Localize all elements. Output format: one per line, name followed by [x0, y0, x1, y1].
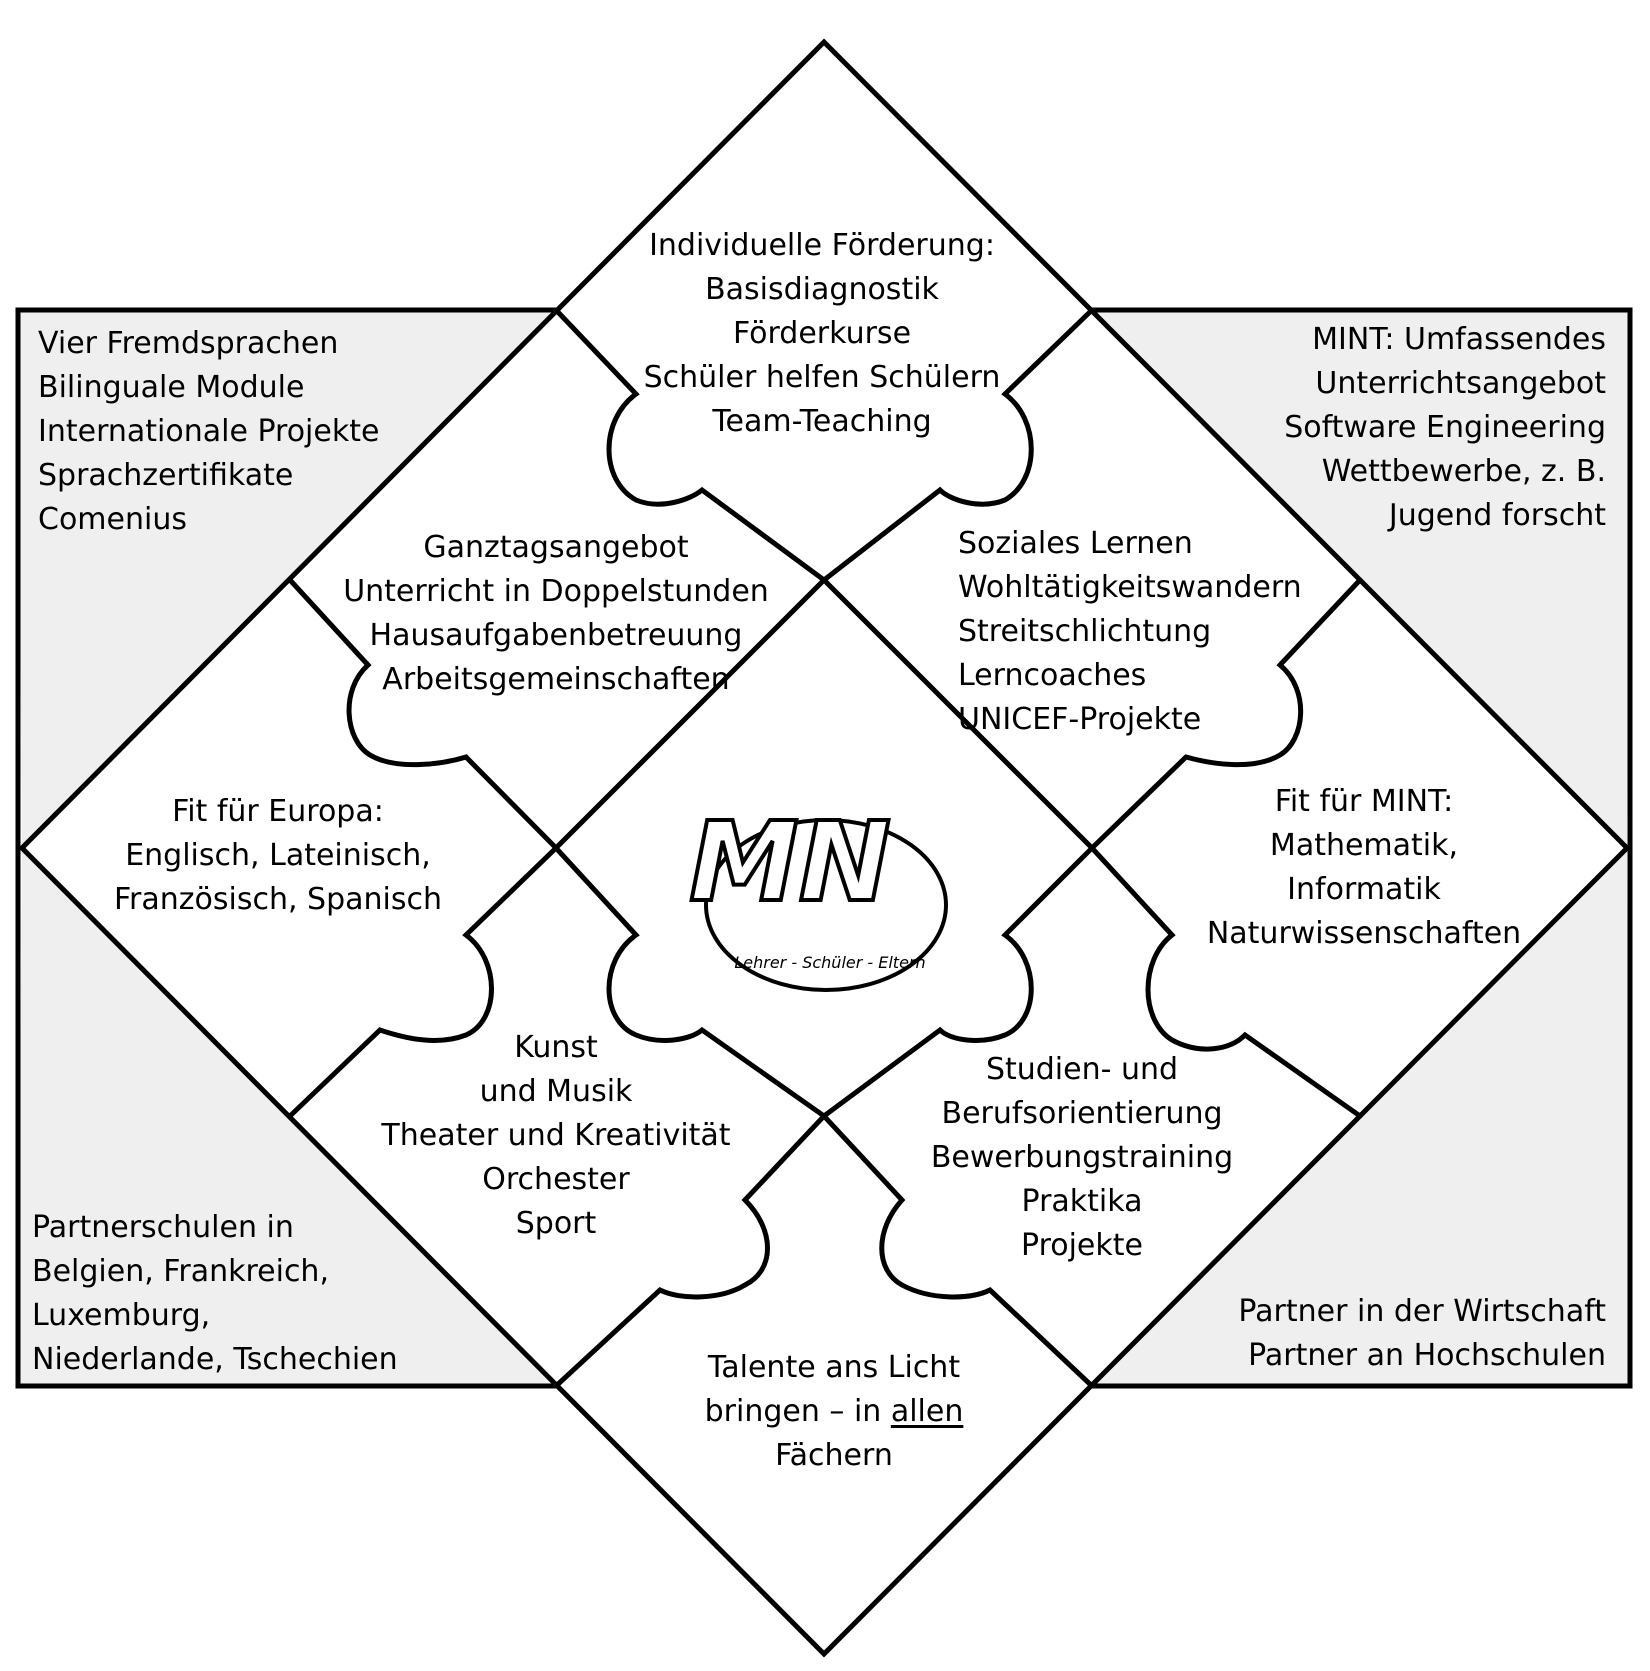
text-line: Fit für MINT:: [1274, 784, 1454, 819]
text-line-underline: bringen – in allen: [705, 1390, 964, 1434]
text-line: MINT: Umfassendes: [1312, 322, 1606, 357]
text-line: Comenius: [38, 502, 187, 537]
piece-right-text: Fit für MINT: Mathematik, Informatik Nat…: [1207, 780, 1521, 956]
text-line: Förderkurse: [732, 316, 912, 351]
text-line: Individuelle Förderung:: [649, 228, 995, 263]
seam-4: [553, 577, 1363, 1389]
seam-3: [287, 307, 1095, 1119]
text-line: Vier Fremdsprachen: [38, 326, 339, 361]
text-line: Partner an Hochschulen: [1248, 1338, 1606, 1373]
text-line: Internationale Projekte: [38, 414, 380, 449]
text-line: Schüler helfen Schülern: [643, 360, 1001, 395]
logo-letters: MN: [689, 798, 891, 926]
text-line: Studien- und: [985, 1052, 1179, 1087]
text-line: Kunst: [514, 1030, 598, 1065]
text-line: Berufsorientierung: [941, 1096, 1223, 1131]
corner-top-left-text: Vier Fremdsprachen Bilinguale Module Int…: [38, 322, 379, 542]
text-line: Sprachzertifikate: [38, 458, 294, 493]
text-line: Ganztagsangebot: [423, 530, 689, 565]
text-line: Fächern: [775, 1438, 893, 1473]
text-line: Fit für Europa:: [172, 794, 384, 829]
text-fragment: bringen – in: [704, 1394, 891, 1429]
text-line: Belgien, Frankreich,: [32, 1254, 329, 1289]
piece-bottom-text: Talente ans Licht bringen – in allen Fäc…: [705, 1346, 964, 1478]
text-line: Team-Teaching: [712, 404, 932, 439]
text-line: Arbeitsgemeinschaften: [382, 662, 730, 697]
text-line: Projekte: [1021, 1228, 1143, 1263]
text-line: Partner in der Wirtschaft: [1238, 1294, 1606, 1329]
text-line: Soziales Lernen: [958, 526, 1193, 561]
text-line: Wohltätigkeitswandern: [958, 570, 1302, 605]
text-line: Talente ans Licht: [707, 1350, 961, 1385]
seam-1: [553, 307, 1363, 1119]
text-line: Französisch, Spanisch: [113, 882, 443, 917]
puzzle-seams: [287, 307, 1363, 1389]
text-line: Orchester: [482, 1162, 630, 1197]
seam-2: [287, 577, 1095, 1389]
logo-ring-text: Lehrer - Schüler - Eltern: [734, 953, 925, 972]
underlined-word: allen: [890, 1394, 964, 1429]
school-logo: MN Lehrer - Schüler - Eltern: [687, 796, 948, 992]
piece-upper-left-text: Ganztagsangebot Unterricht in Doppelstun…: [343, 526, 769, 702]
piece-upper-right-text: Soziales Lernen Wohltätigkeitswandern St…: [958, 522, 1302, 742]
text-line: Unterrichtsangebot: [1315, 366, 1606, 401]
piece-lower-left-text: Kunst und Musik Theater und Kreativität …: [381, 1026, 730, 1246]
piece-left-text: Fit für Europa: Englisch, Lateinisch, Fr…: [114, 790, 442, 922]
text-line: Wettbewerbe, z. B.: [1321, 454, 1606, 489]
text-line: Luxemburg,: [32, 1298, 211, 1333]
text-line: und Musik: [479, 1074, 633, 1109]
text-line: Basisdiagnostik: [705, 272, 939, 307]
text-line: Theater und Kreativität: [381, 1118, 731, 1153]
text-line: Praktika: [1021, 1184, 1143, 1219]
text-line: Streitschlichtung: [958, 614, 1212, 649]
text-line: Software Engineering: [1284, 410, 1606, 445]
text-line: UNICEF-Projekte: [958, 702, 1202, 737]
text-line: Lerncoaches: [958, 658, 1147, 693]
text-line: Unterricht in Doppelstunden: [343, 574, 769, 609]
text-line: Bilinguale Module: [38, 370, 305, 405]
logo-ring: [704, 818, 948, 992]
piece-lower-right-text: Studien- und Berufsorientierung Bewerbun…: [931, 1048, 1233, 1268]
piece-top-text: Individuelle Förderung: Basisdiagnostik …: [644, 224, 1001, 444]
text-line: Mathematik,: [1269, 828, 1459, 863]
text-line: Informatik: [1287, 872, 1441, 907]
text-line: Naturwissenschaften: [1206, 916, 1522, 951]
corner-bottom-left-text: Partnerschulen in Belgien, Frankreich, L…: [32, 1206, 398, 1382]
text-line: Partnerschulen in: [32, 1210, 294, 1245]
text-line: Bewerbungstraining: [930, 1140, 1234, 1175]
text-line: Hausaufgabenbetreuung: [369, 618, 743, 653]
text-line: Sport: [515, 1206, 597, 1241]
text-line: Jugend forscht: [1388, 498, 1606, 533]
text-line: Niederlande, Tschechien: [32, 1342, 398, 1377]
corner-bottom-right-text: Partner in der Wirtschaft Partner an Hoc…: [1238, 1290, 1606, 1378]
corner-top-right-text: MINT: Umfassendes Unterrichtsangebot Sof…: [1284, 318, 1606, 538]
text-line: Englisch, Lateinisch,: [125, 838, 431, 873]
